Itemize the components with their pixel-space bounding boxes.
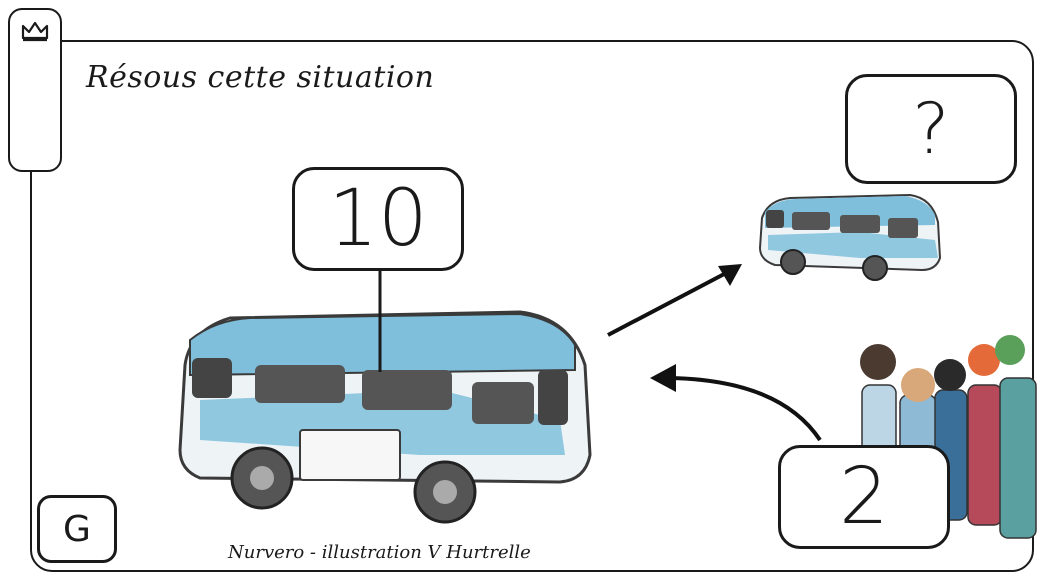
- large-bus-illustration: [178, 310, 592, 524]
- credit-line: Nurvero - illustration V Hurtrelle: [228, 542, 531, 563]
- card-title: Résous cette situation: [86, 60, 435, 95]
- passengers-count-box: 10: [292, 167, 464, 271]
- people-count-box: 2: [778, 445, 950, 549]
- card-frame: [30, 40, 1034, 572]
- small-bus-illustration: [758, 193, 942, 281]
- crown-icon: [21, 21, 49, 42]
- side-tab: [8, 8, 62, 172]
- level-badge: G: [37, 495, 117, 563]
- unknown-answer-box: ?: [845, 74, 1017, 184]
